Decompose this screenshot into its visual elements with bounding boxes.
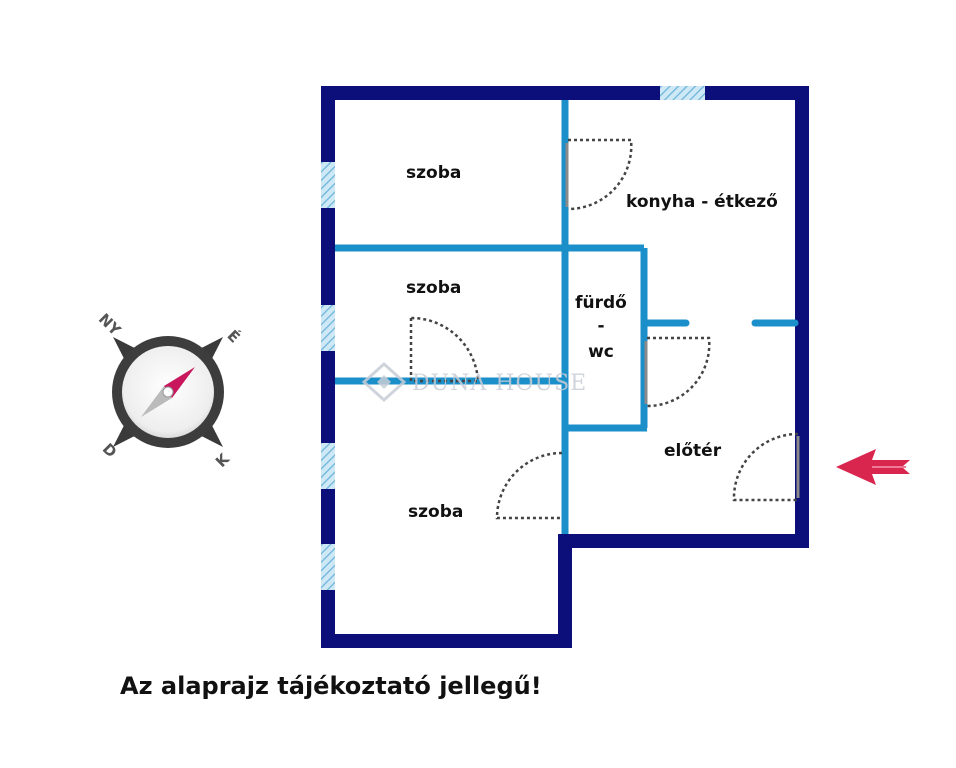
- doors: [409, 138, 799, 520]
- compass-nw: NY: [95, 310, 125, 340]
- window-left-3: [321, 443, 335, 489]
- room-label-middle: szoba: [406, 278, 461, 298]
- window-left-4: [321, 544, 335, 590]
- door-bottom-room: [495, 451, 563, 520]
- door-entrance: [732, 432, 799, 502]
- watermark-text: DUNA HOUSE: [412, 371, 587, 396]
- room-label-bathroom-1: fürdő: [575, 293, 627, 313]
- window-left-2: [321, 305, 335, 351]
- inner-walls: [335, 100, 799, 534]
- room-label-kitchen: konyha - étkező: [626, 192, 778, 212]
- windows: [321, 86, 705, 590]
- watermark: DUNA HOUSE: [361, 361, 587, 403]
- window-top: [660, 86, 705, 100]
- compass-icon: NY É D K: [95, 310, 244, 471]
- room-label-hallway: előtér: [664, 441, 722, 461]
- room-label-bathroom-2: -: [597, 316, 604, 336]
- door-bathroom: [646, 336, 711, 408]
- disclaimer-text: Az alaprajz tájékoztató jellegű!: [120, 672, 542, 700]
- entrance-arrow-icon: [836, 449, 910, 485]
- outer-walls: [321, 86, 809, 648]
- watermark-logo-icon: [361, 361, 407, 403]
- door-kitchen: [567, 138, 633, 211]
- room-label-top: szoba: [406, 163, 461, 183]
- compass-se: K: [212, 449, 234, 471]
- door-leaves: [565, 143, 800, 498]
- window-left-1: [321, 162, 335, 208]
- room-label-bottom: szoba: [408, 502, 463, 522]
- compass-ne: É: [224, 326, 245, 347]
- door-middle-room: [409, 316, 480, 383]
- room-label-bathroom-3: wc: [588, 342, 614, 362]
